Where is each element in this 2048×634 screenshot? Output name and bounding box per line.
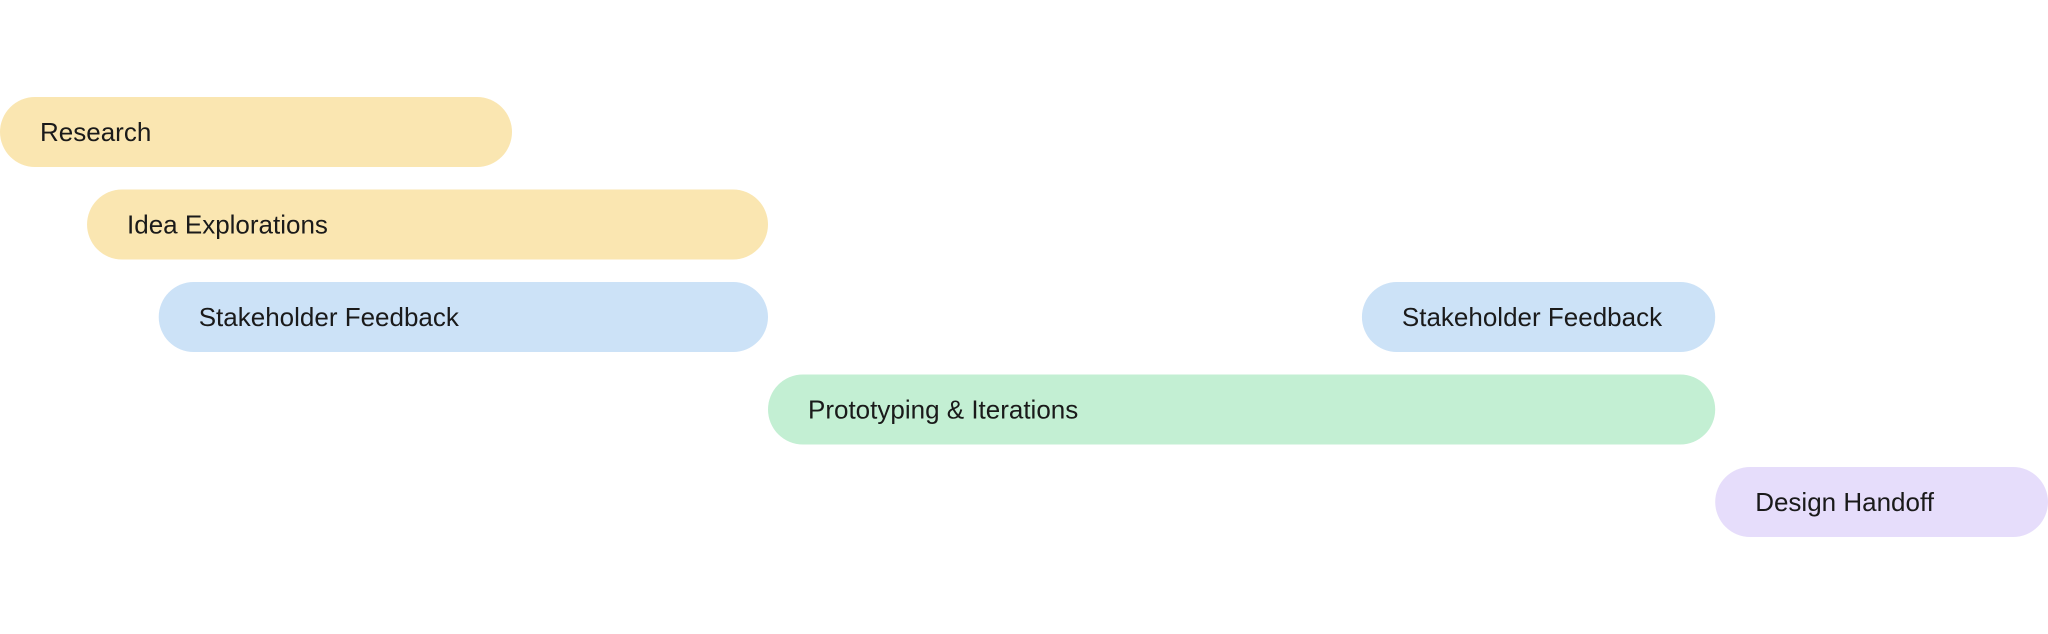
gantt-bar-shape[interactable]	[0, 97, 512, 167]
gantt-bar-label: Prototyping & Iterations	[808, 395, 1078, 425]
gantt-bar-label: Design Handoff	[1755, 487, 1935, 517]
gantt-bar[interactable]: Prototyping & Iterations	[768, 374, 1716, 445]
gantt-bar-shape[interactable]	[768, 374, 1716, 445]
gantt-bar[interactable]: Idea Explorations	[87, 189, 769, 260]
gantt-bar-label: Stakeholder Feedback	[1402, 302, 1663, 332]
gantt-bar-shape[interactable]	[1361, 282, 1716, 352]
gantt-bar-shape[interactable]	[158, 282, 769, 352]
gantt-bar[interactable]: Stakeholder Feedback	[158, 282, 769, 352]
gantt-bar-label: Idea Explorations	[127, 210, 328, 240]
gantt-bar-label: Stakeholder Feedback	[199, 302, 460, 332]
gantt-bar-shape[interactable]	[87, 189, 769, 260]
gantt-bar-shape[interactable]	[1715, 467, 2048, 537]
gantt-bar-label: Research	[40, 117, 151, 147]
gantt-bar[interactable]: Stakeholder Feedback	[1361, 282, 1716, 352]
gantt-bar[interactable]: Design Handoff	[1715, 467, 2048, 537]
gantt-bar[interactable]: Research	[0, 97, 512, 167]
